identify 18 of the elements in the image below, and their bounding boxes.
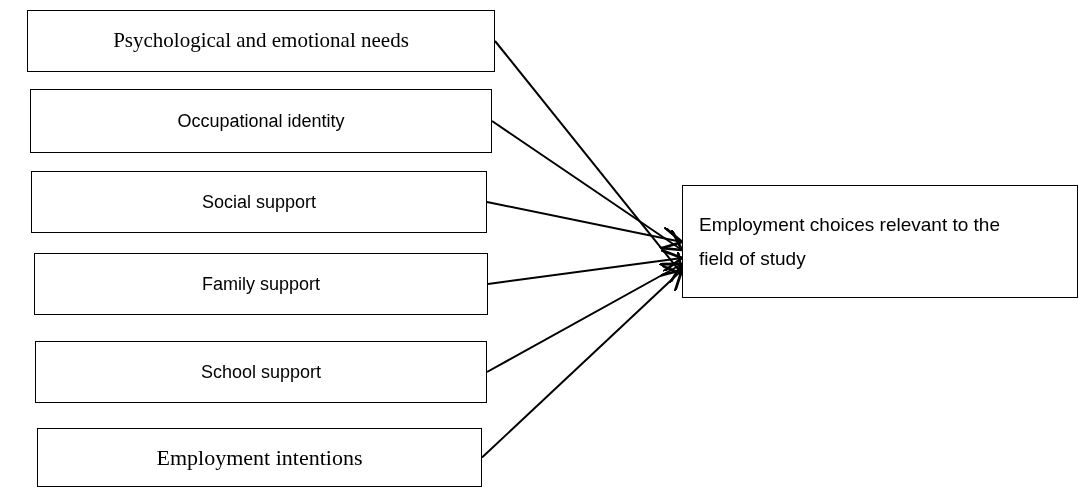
factor-box bbox=[682, 185, 1078, 298]
factor-box bbox=[27, 10, 495, 72]
factor-box bbox=[35, 341, 487, 403]
factor-box bbox=[31, 171, 487, 233]
box-label: Employment choices relevant to the field of study bbox=[699, 212, 1001, 271]
factor-box bbox=[30, 89, 492, 153]
box-label: Occupational identity bbox=[177, 109, 345, 133]
box-label: School support bbox=[200, 360, 322, 384]
box-label: Family support bbox=[201, 272, 320, 296]
factor-box bbox=[34, 253, 488, 315]
box-label: Employment intentions bbox=[156, 444, 363, 472]
arrow bbox=[491, 120, 684, 252]
arrow bbox=[487, 248, 684, 285]
factor-box bbox=[37, 428, 482, 487]
arrow bbox=[486, 201, 684, 251]
arrow bbox=[481, 268, 684, 459]
box-label: Psychological and emotional needs bbox=[113, 27, 409, 55]
box-label: Social support bbox=[201, 190, 317, 214]
